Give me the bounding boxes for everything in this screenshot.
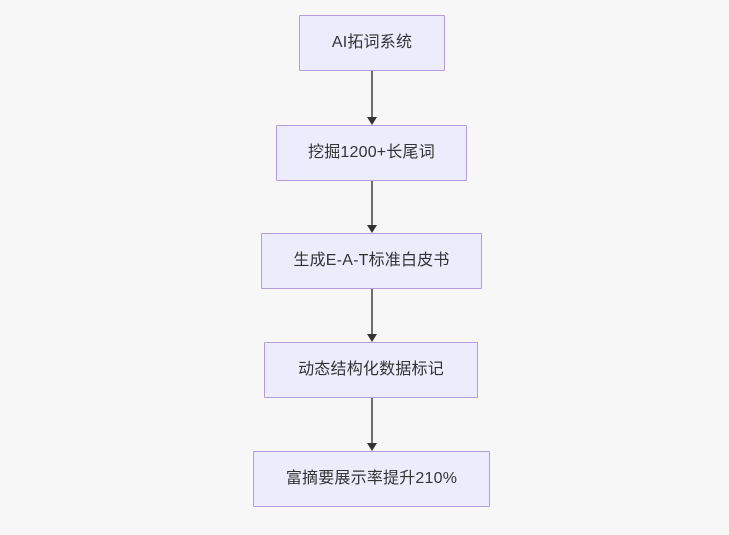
- edge-line: [371, 181, 373, 226]
- flow-node-label: AI拓词系统: [331, 34, 413, 51]
- flow-node-longtail-keywords[interactable]: 挖掘1200+长尾词: [276, 125, 467, 181]
- arrowhead-icon: [367, 117, 377, 125]
- edge-line: [371, 71, 373, 118]
- flow-node-ai-keyword-system[interactable]: AI拓词系统: [299, 15, 445, 71]
- flow-node-structured-data-markup[interactable]: 动态结构化数据标记: [264, 342, 478, 398]
- edge-line: [371, 289, 373, 335]
- flow-node-rich-snippet-result[interactable]: 富摘要展示率提升210%: [253, 451, 490, 507]
- flow-node-label: 生成E-A-T标准白皮书: [293, 252, 450, 269]
- flow-node-label: 挖掘1200+长尾词: [308, 144, 435, 161]
- arrowhead-icon: [367, 225, 377, 233]
- edge-line: [371, 398, 373, 444]
- flow-node-eat-whitepaper[interactable]: 生成E-A-T标准白皮书: [261, 233, 482, 289]
- arrowhead-icon: [367, 334, 377, 342]
- arrowhead-icon: [367, 443, 377, 451]
- flow-node-label: 富摘要展示率提升210%: [285, 470, 458, 487]
- flow-node-label: 动态结构化数据标记: [298, 361, 444, 378]
